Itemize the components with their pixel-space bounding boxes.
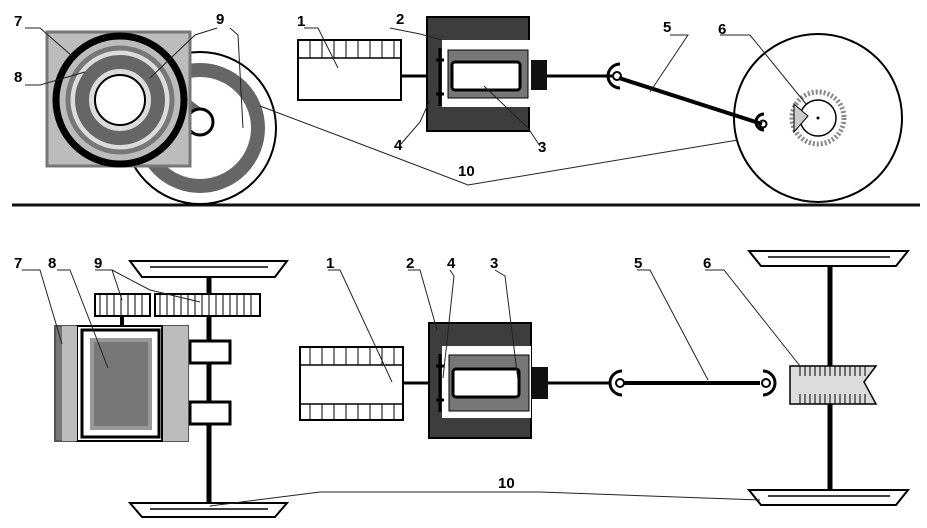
top-callout-6: 6 (718, 21, 726, 38)
callout-labels: 7 8 9 1 2 4 3 5 6 10 7 8 9 1 2 4 3 5 6 1… (14, 11, 726, 492)
bottom-battery (299, 346, 428, 421)
bottom-cardan-shaft (608, 369, 777, 397)
top-electric-motor (45, 30, 192, 168)
bottom-callout-3: 3 (490, 255, 498, 272)
top-callout-7: 7 (14, 13, 22, 30)
bottom-differential (789, 365, 878, 405)
top-motor-housing (426, 16, 612, 132)
bottom-callout-5: 5 (634, 255, 642, 272)
bottom-view (54, 250, 911, 518)
top-callout-10: 10 (458, 163, 475, 180)
bottom-callout-1: 1 (326, 255, 334, 272)
bottom-callout-10: 10 (498, 475, 515, 492)
bottom-callout-9: 9 (94, 255, 102, 272)
leader-lines (22, 27, 807, 507)
bottom-callout-8: 8 (48, 255, 56, 272)
bottom-reduction-gears (94, 293, 261, 330)
bottom-electric-motor (54, 325, 189, 442)
top-cardan-shaft (606, 62, 763, 126)
top-callout-5: 5 (663, 19, 671, 36)
top-rear-wheel (733, 33, 903, 203)
bottom-rotor (451, 367, 521, 399)
top-rotor (450, 60, 522, 92)
bottom-callout-4: 4 (447, 255, 456, 272)
top-callout-8: 8 (14, 69, 22, 86)
bottom-callout-6: 6 (703, 255, 711, 272)
top-battery (297, 39, 428, 101)
top-callout-3: 3 (538, 139, 546, 156)
bottom-callout-7: 7 (14, 255, 22, 272)
top-callout-4: 4 (394, 137, 403, 154)
bottom-callout-2: 2 (406, 255, 414, 272)
top-callout-1: 1 (297, 13, 305, 30)
top-callout-9: 9 (216, 11, 224, 28)
top-callout-2: 2 (396, 11, 404, 28)
bottom-motor-housing (428, 322, 610, 439)
bottom-rear-axle (746, 250, 911, 506)
